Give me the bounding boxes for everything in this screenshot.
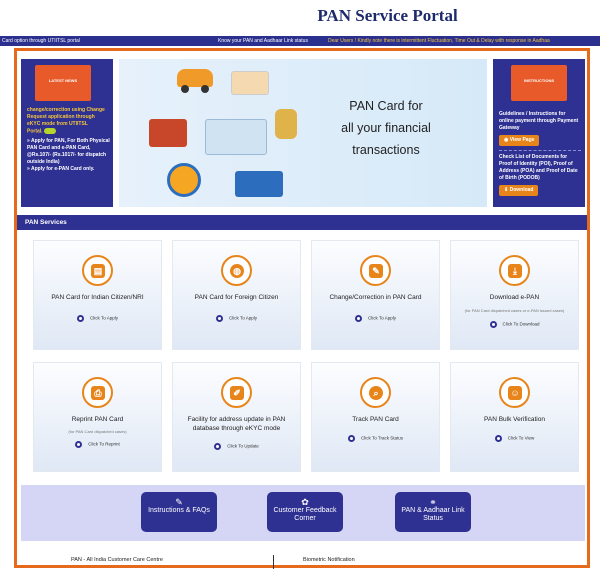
car-icon bbox=[177, 69, 213, 87]
latest-news-panel: LATEST NEWS change/correction using Chan… bbox=[21, 59, 113, 207]
car-wheel-icon bbox=[181, 85, 189, 93]
news-bullet[interactable]: » Apply for PAN, For Both Physical PAN C… bbox=[27, 138, 110, 166]
card-title: Track PAN Card bbox=[352, 416, 399, 423]
card-subtitle: (for PAN Card dispatched cases) bbox=[68, 429, 127, 434]
link-icon: ⚭ bbox=[429, 497, 437, 507]
guideline-text: Guidelines / Instructions for online pay… bbox=[499, 111, 579, 131]
ticker-item[interactable]: Know your PAN and Aadhaar Link status bbox=[218, 38, 308, 44]
customer-care-heading[interactable]: PAN - All India Customer Care Centre bbox=[71, 557, 163, 563]
card-subtitle: (for PAN Card dispatched cases or e-PAN … bbox=[464, 308, 565, 313]
service-card-foreign-citizen[interactable]: ◍ PAN Card for Foreign Citizen Click To … bbox=[172, 240, 301, 350]
main-frame: LATEST NEWS change/correction using Chan… bbox=[14, 48, 590, 569]
customer-feedback-button[interactable]: ✿Customer Feedback Corner bbox=[267, 492, 343, 532]
card-title: PAN Bulk Verification bbox=[484, 416, 545, 423]
banner-text: PAN Card for all your financial transact… bbox=[341, 99, 431, 157]
click-to-reprint-link[interactable]: Click To Reprint bbox=[34, 441, 161, 448]
card-title: PAN Card for Indian Citizen/NRI bbox=[51, 294, 144, 301]
edit-icon: ✎ bbox=[369, 264, 383, 278]
biometric-notification-heading[interactable]: Biometric Notification bbox=[303, 557, 355, 563]
credit-card-icon bbox=[235, 171, 283, 197]
news-line: change/correction using Change bbox=[27, 107, 105, 113]
card-title: Change/Correction in PAN Card bbox=[329, 294, 422, 301]
paw-icon: ✿ bbox=[301, 497, 309, 507]
service-card-indian-citizen[interactable]: ▤ PAN Card for Indian Citizen/NRI Click … bbox=[33, 240, 162, 350]
instructions-faqs-button[interactable]: ✎Instructions & FAQs bbox=[141, 492, 217, 532]
card-title: Reprint PAN Card bbox=[71, 416, 124, 423]
quick-links-bar: ✎Instructions & FAQs ✿Customer Feedback … bbox=[21, 485, 585, 541]
service-card-reprint[interactable]: ⎙ Reprint PAN Card (for PAN Card dispatc… bbox=[33, 362, 162, 472]
click-to-apply-link[interactable]: Click To Apply bbox=[34, 315, 161, 322]
instructions-panel: INSTRUCTIONS Guidelines / Instructions f… bbox=[493, 59, 585, 207]
service-card-address-update[interactable]: ✐ Facility for address update in PAN dat… bbox=[172, 362, 301, 472]
divider bbox=[273, 555, 274, 569]
globe-icon: ◍ bbox=[230, 264, 244, 278]
checklist-text: Check List of Documents for Proof of Ide… bbox=[499, 154, 578, 181]
pan-aadhaar-link-button[interactable]: ⚭PAN & Aadhaar Link Status bbox=[395, 492, 471, 532]
news-bullet[interactable]: » Apply for e-PAN Card only. bbox=[27, 166, 95, 173]
click-to-apply-link[interactable]: Click To Apply bbox=[173, 315, 300, 322]
service-card-bulk-verification[interactable]: ☺ PAN Bulk Verification Click To View bbox=[450, 362, 579, 472]
click-to-update-link[interactable]: Click To Update bbox=[173, 443, 300, 450]
service-card-change-correction[interactable]: ✎ Change/Correction in PAN Card Click To… bbox=[311, 240, 440, 350]
news-line: Request application through bbox=[27, 114, 95, 120]
new-badge-icon bbox=[43, 128, 56, 134]
service-card-track-pan[interactable]: ⌕ Track PAN Card Click To Track Status bbox=[311, 362, 440, 472]
news-ticker[interactable]: Card option through UTIITSL portal Know … bbox=[0, 36, 600, 46]
ticker-item[interactable]: Card option through UTIITSL portal bbox=[2, 38, 80, 44]
search-icon: ⌕ bbox=[369, 386, 383, 400]
card-title: Facility for address update in PAN datab… bbox=[187, 416, 286, 432]
click-to-track-link[interactable]: Click To Track Status bbox=[312, 435, 439, 442]
printer-icon: ⎙ bbox=[91, 386, 105, 400]
news-line: eKYC mode from UTIITSL bbox=[27, 121, 88, 127]
card-title: Download e-PAN bbox=[489, 294, 540, 301]
coins-icon bbox=[275, 109, 297, 139]
instructions-badge: INSTRUCTIONS bbox=[511, 65, 567, 101]
car-wheel-icon bbox=[201, 85, 209, 93]
currency-exchange-icon bbox=[167, 163, 201, 197]
download-button[interactable]: ⬇ Download bbox=[499, 185, 539, 196]
download-icon: ⤓ bbox=[508, 264, 522, 278]
page-title: PAN Service Portal bbox=[317, 6, 458, 25]
view-page-button[interactable]: ◉ View Page bbox=[499, 135, 540, 146]
pan-services-heading: PAN Services bbox=[17, 215, 587, 230]
news-line: Portal. bbox=[27, 128, 43, 135]
latest-news-badge: LATEST NEWS bbox=[35, 65, 91, 101]
id-card-icon bbox=[231, 71, 269, 95]
hero-banner: PAN Card for all your financial transact… bbox=[119, 59, 487, 207]
house-icon bbox=[149, 119, 187, 147]
click-to-view-link[interactable]: Click To View bbox=[451, 435, 578, 442]
service-card-download-epan[interactable]: ⤓ Download e-PAN (for PAN Card dispatche… bbox=[450, 240, 579, 350]
edit-icon: ✎ bbox=[175, 497, 183, 507]
users-icon: ☺ bbox=[508, 386, 522, 400]
card-title: PAN Card for Foreign Citizen bbox=[194, 294, 279, 301]
ticker-item[interactable]: Dear Users ! Kindly note there is interm… bbox=[328, 38, 550, 44]
pencil-square-icon: ✐ bbox=[230, 386, 244, 400]
click-to-apply-link[interactable]: Click To Apply bbox=[312, 315, 439, 322]
id-card-icon: ▤ bbox=[91, 264, 105, 278]
pan-card-icon bbox=[205, 119, 267, 155]
click-to-download-link[interactable]: Click To Download bbox=[451, 321, 578, 328]
